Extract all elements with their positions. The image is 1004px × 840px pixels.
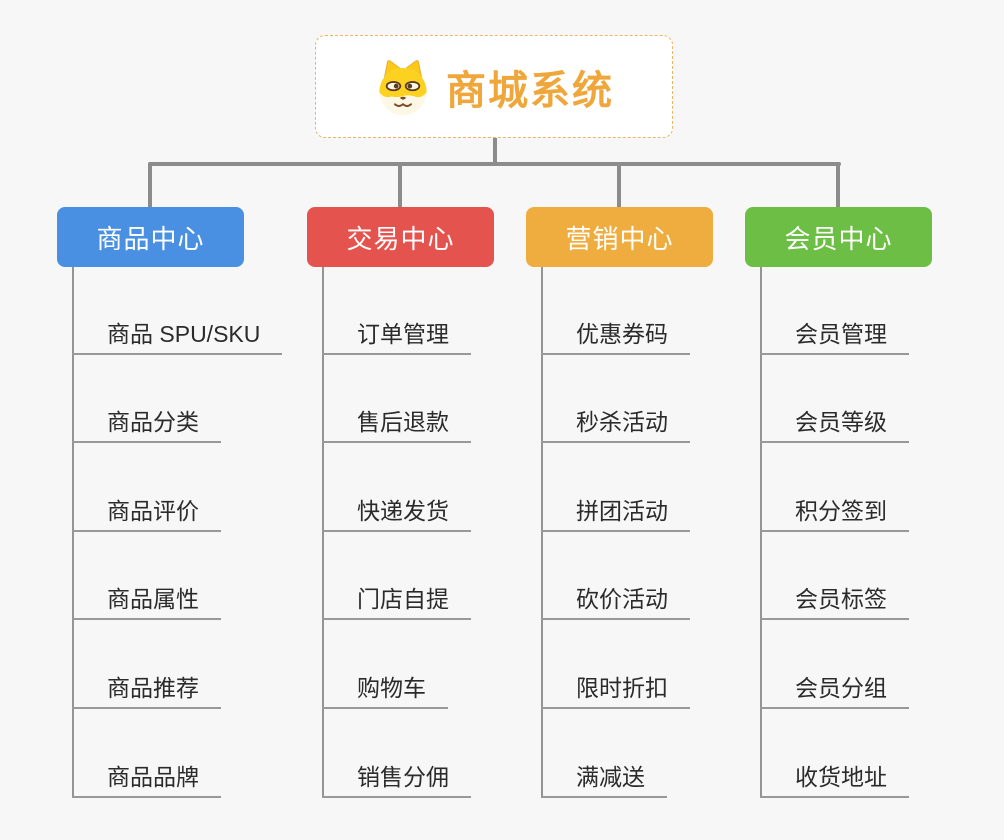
- branch-header-transaction-center[interactable]: 交易中心: [307, 207, 494, 267]
- connector-drop-marketing: [617, 162, 621, 209]
- connector-drop-member: [836, 162, 840, 209]
- connector-root-stem: [493, 138, 497, 166]
- tree-item[interactable]: 拼团活动: [541, 494, 690, 532]
- tree-item[interactable]: 限时折扣: [541, 671, 690, 709]
- branch-tree-line: [541, 267, 543, 798]
- tree-item[interactable]: 商品属性: [72, 582, 221, 620]
- tree-item[interactable]: 商品推荐: [72, 671, 221, 709]
- branch-transaction-center: 交易中心 订单管理 售后退款 快递发货 门店自提 购物车 销售分佣: [307, 207, 559, 840]
- connector-drop-product: [148, 162, 152, 209]
- tree-item[interactable]: 购物车: [322, 671, 448, 709]
- tree-item[interactable]: 商品分类: [72, 405, 221, 443]
- tree-item[interactable]: 砍价活动: [541, 582, 690, 620]
- root-title: 商城系统: [446, 68, 614, 113]
- branch-header-member-center[interactable]: 会员中心: [745, 207, 932, 267]
- tree-item[interactable]: 优惠券码: [541, 317, 690, 355]
- tree-item[interactable]: 订单管理: [322, 317, 471, 355]
- root-node-mall-system[interactable]: 商城系统: [315, 35, 673, 138]
- shiba-dog-face-icon: [379, 59, 427, 115]
- branch-header-product-center[interactable]: 商品中心: [57, 207, 244, 267]
- tree-item[interactable]: 快递发货: [322, 494, 471, 532]
- tree-item[interactable]: 满减送: [541, 760, 667, 798]
- connector-horizontal-rail: [148, 162, 841, 166]
- connector-drop-transaction: [398, 162, 402, 209]
- tree-item[interactable]: 秒杀活动: [541, 405, 690, 443]
- branch-member-center: 会员中心 会员管理 会员等级 积分签到 会员标签 会员分组 收货地址: [745, 207, 997, 840]
- tree-item[interactable]: 商品评价: [72, 494, 221, 532]
- branch-tree-line: [72, 267, 74, 798]
- branch-header-marketing-center[interactable]: 营销中心: [526, 207, 713, 267]
- tree-item[interactable]: 会员标签: [760, 582, 909, 620]
- branch-marketing-center: 营销中心 优惠券码 秒杀活动 拼团活动 砍价活动 限时折扣 满减送: [526, 207, 778, 840]
- tree-item[interactable]: 会员管理: [760, 317, 909, 355]
- tree-item[interactable]: 会员等级: [760, 405, 909, 443]
- tree-item[interactable]: 收货地址: [760, 760, 909, 798]
- tree-item[interactable]: 门店自提: [322, 582, 471, 620]
- branch-tree-line: [760, 267, 762, 798]
- tree-item[interactable]: 商品 SPU/SKU: [72, 317, 283, 355]
- tree-item[interactable]: 售后退款: [322, 405, 471, 443]
- tree-item[interactable]: 积分签到: [760, 494, 909, 532]
- tree-item[interactable]: 销售分佣: [322, 760, 471, 798]
- tree-item[interactable]: 会员分组: [760, 671, 909, 709]
- branch-product-center: 商品中心 商品 SPU/SKU 商品分类 商品评价 商品属性 商品推荐 商品品牌: [57, 207, 309, 840]
- branch-tree-line: [322, 267, 324, 798]
- tree-item[interactable]: 商品品牌: [72, 760, 221, 798]
